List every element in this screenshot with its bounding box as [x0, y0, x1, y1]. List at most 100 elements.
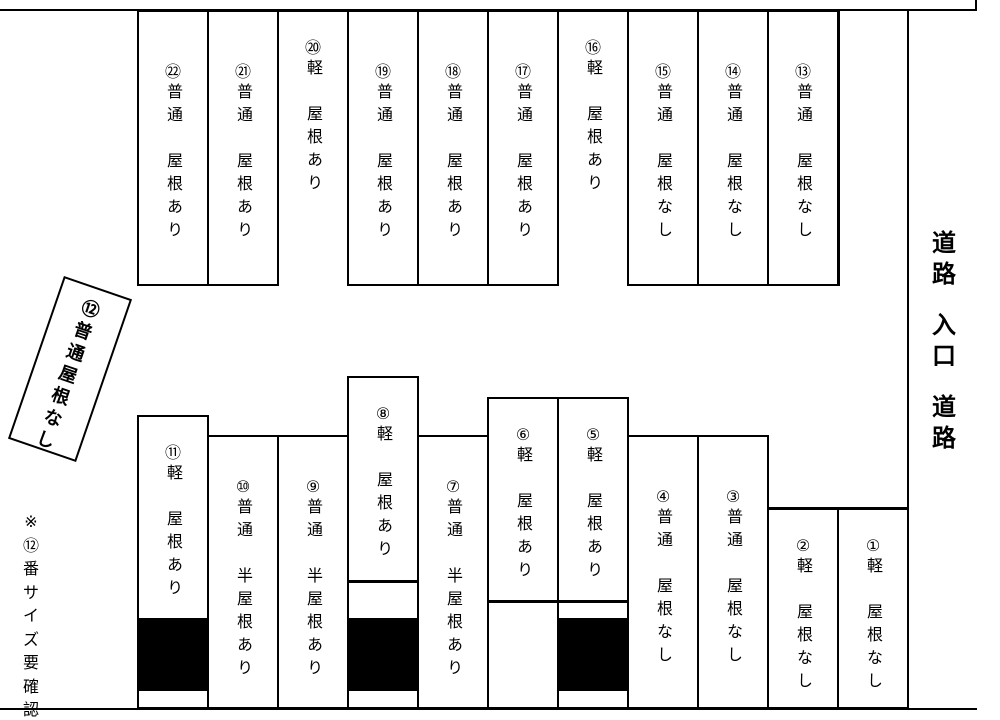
- stall-number: ④: [655, 487, 671, 506]
- stall-roof: 屋根あり: [164, 152, 183, 244]
- entrance-char: 口: [932, 342, 956, 370]
- entrance-label: 入口: [932, 310, 956, 372]
- note-char: 認: [22, 700, 39, 719]
- stall-type: 普通: [234, 83, 253, 129]
- stall-divider: [767, 507, 909, 510]
- road-label-bottom: 道路: [932, 392, 956, 454]
- road-char: 路: [932, 424, 956, 452]
- stall-type: 軽: [794, 557, 813, 580]
- stall-type: 普通: [794, 83, 813, 129]
- stall-divider: [837, 10, 840, 286]
- parking-stall[interactable]: ⑥ 軽屋根あり: [487, 397, 559, 709]
- stall-type: 普通: [444, 83, 463, 129]
- road-entrance-label: 道路 入口 道路: [918, 228, 970, 454]
- stall-roof: 半屋根あり: [234, 567, 253, 682]
- stall-number: ⑭: [724, 62, 741, 81]
- roof-edge-line: [559, 600, 627, 603]
- stall-roof: 屋根なし: [794, 603, 813, 695]
- stall-type: 軽: [164, 464, 183, 487]
- road-edge: [907, 10, 909, 709]
- roof-edge-line: [349, 580, 417, 583]
- stall-number: ⑬: [794, 62, 811, 81]
- stall-number: ⑩: [235, 477, 251, 496]
- stall-roof: 屋根あり: [304, 105, 323, 197]
- stall-roof: 屋根あり: [374, 152, 393, 244]
- stall-type: 軽: [584, 59, 603, 82]
- stall-roof: 屋根あり: [584, 105, 603, 197]
- stall-roof: 屋根なし: [654, 577, 673, 669]
- pillar-block: [137, 618, 209, 691]
- stall-type: 普通: [304, 498, 323, 544]
- stall-number: ⑳: [304, 38, 321, 57]
- roof-edge-line: [489, 600, 557, 603]
- stall-type: 軽: [514, 446, 533, 469]
- stall-label: ⑥ 軽屋根あり: [489, 423, 557, 584]
- stall-number: ⑱: [444, 62, 461, 81]
- note-char: ⑫: [22, 535, 39, 555]
- stall-number: ③: [725, 487, 741, 506]
- stall-roof: 屋根なし: [654, 152, 673, 244]
- stall-label: ⑭ 普通屋根なし: [699, 60, 767, 244]
- stall-12-label: 普通屋根なし: [33, 318, 95, 454]
- note-char: サ: [22, 582, 39, 602]
- stall-number: ⑯: [584, 38, 601, 57]
- stall-number: ⑧: [375, 404, 391, 423]
- note-char: 確: [22, 676, 39, 696]
- stall-number: ㉑: [234, 62, 251, 81]
- note-char: ズ: [22, 629, 39, 649]
- pillar-block: [557, 618, 629, 691]
- road-char: 道: [932, 229, 956, 257]
- parking-stall[interactable]: ⑯ 軽屋根あり: [557, 10, 629, 212]
- stall-roof: 屋根なし: [724, 152, 743, 244]
- stall-roof: 半屋根あり: [444, 567, 463, 682]
- parking-stall[interactable]: ⑧ 軽屋根あり: [347, 376, 419, 709]
- stall-label: ⑧ 軽屋根あり: [349, 402, 417, 563]
- stall-roof: 屋根あり: [374, 471, 393, 563]
- note-char: 要: [22, 653, 39, 672]
- note-char: 番: [22, 559, 39, 578]
- stall-roof: 屋根あり: [514, 152, 533, 244]
- stall-type: 普通: [724, 83, 743, 129]
- entrance-char: 入: [932, 311, 956, 339]
- stall-number: ⑥: [515, 425, 531, 444]
- stall-roof: 屋根あり: [164, 510, 183, 602]
- parking-stall[interactable]: ⑭ 普通屋根なし: [697, 10, 769, 286]
- stall-12[interactable]: ⑫ 普通屋根なし: [7, 275, 133, 463]
- stall-type: 軽: [374, 425, 393, 448]
- stall-12-char: し: [33, 427, 58, 454]
- stall-roof: 屋根あり: [514, 492, 533, 584]
- stall-number: ①: [865, 536, 881, 555]
- stall-label: ⑯ 軽屋根あり: [559, 36, 627, 197]
- note-char: イ: [22, 606, 39, 625]
